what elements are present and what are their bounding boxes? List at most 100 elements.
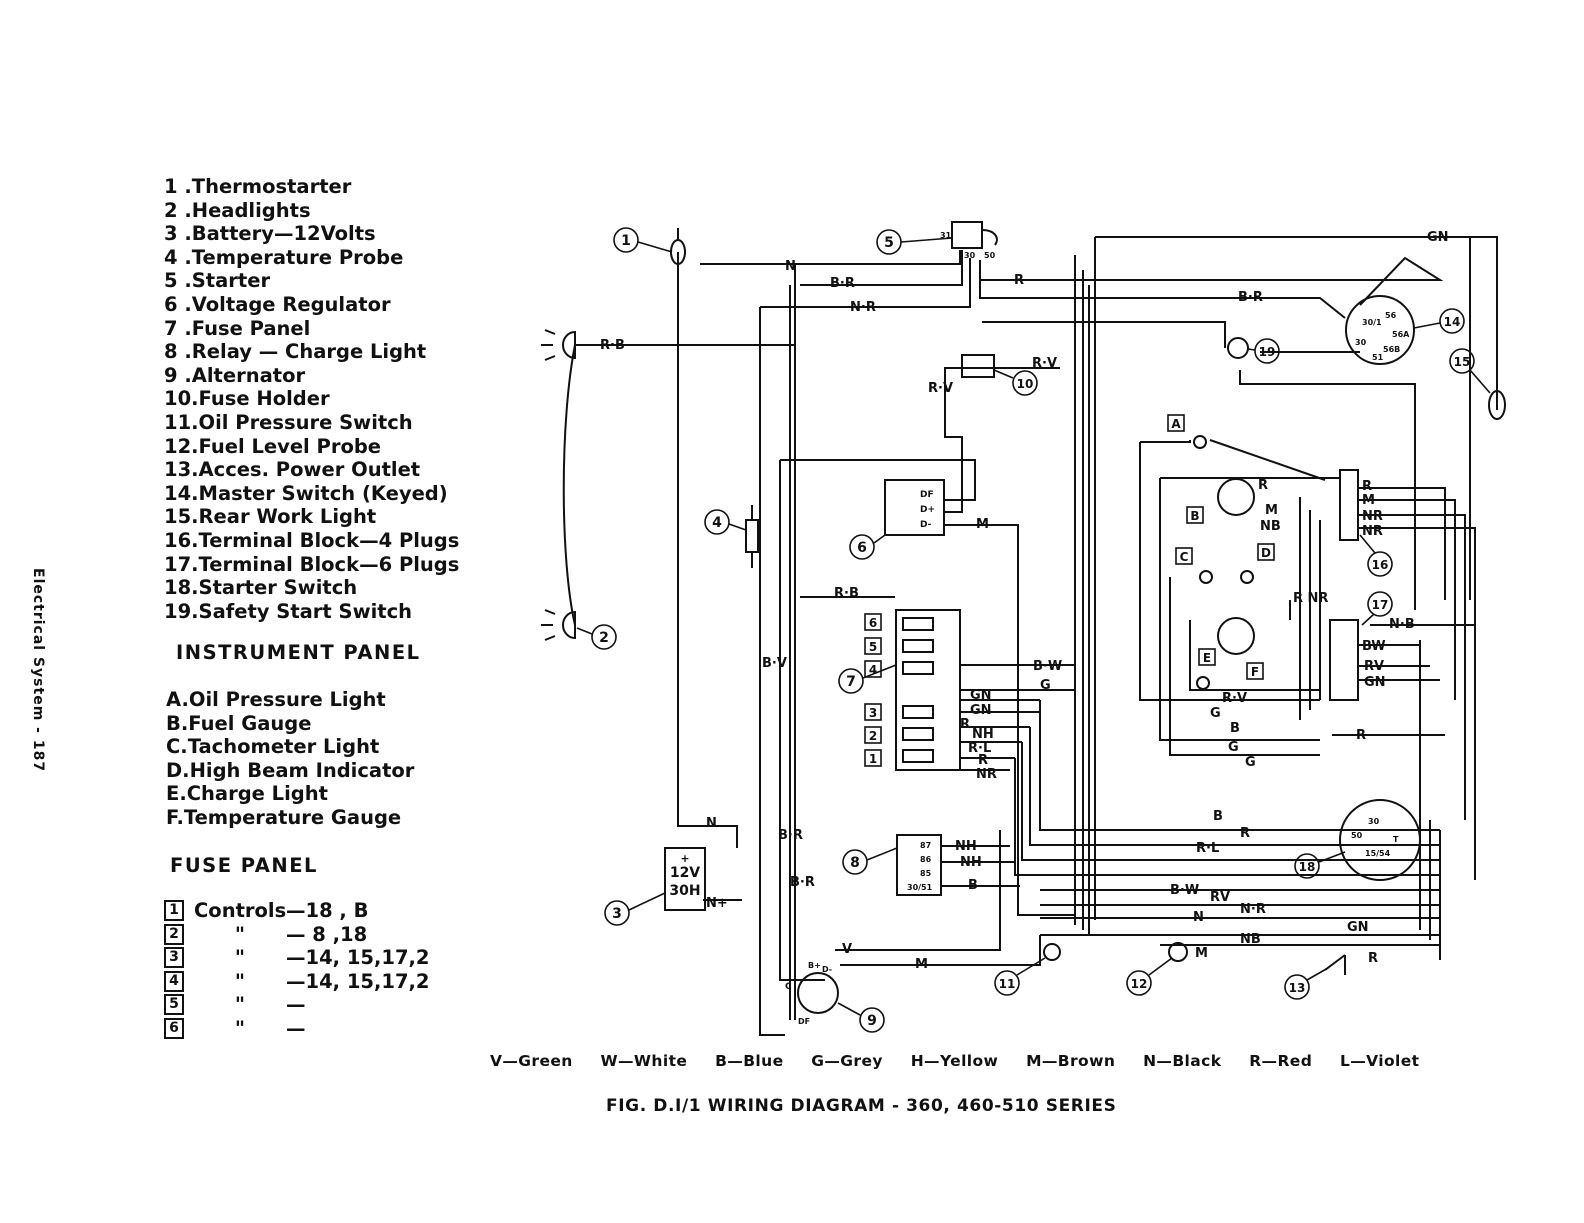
fuse-box-1: 1 [869, 752, 877, 766]
callout-9-label: 9 [867, 1013, 877, 1029]
legend-item: 14.Master Switch (Keyed) [164, 481, 448, 505]
wire-label: M [915, 957, 928, 972]
fuse-box-4: 4 [869, 663, 877, 677]
starter-switch-term: 50 [1351, 831, 1363, 840]
fuse-number: 3 [164, 947, 184, 969]
fuse-row: 3"—14, 15,17,2 [164, 946, 430, 970]
starter-symbol [951, 221, 983, 249]
figure-caption: FIG. D.I/1 WIRING DIAGRAM - 360, 460-510… [606, 1096, 1117, 1116]
fuse-row: 5"— [164, 993, 430, 1017]
wire-label: NR [1362, 509, 1383, 524]
temperature-gauge-symbol [1217, 617, 1255, 655]
wire-label: NB [1260, 519, 1281, 534]
wire-label: B [968, 878, 978, 893]
color-key-item: B—Blue [715, 1052, 784, 1070]
starter-switch-term: 15/54 [1365, 849, 1391, 858]
fuse-box-6: 6 [869, 616, 877, 630]
wire-label: R·B [834, 586, 859, 601]
legend-item: 17.Terminal Block—6 Plugs [164, 552, 460, 576]
fuse-circuits: — [286, 1016, 306, 1040]
color-key-item: G—Grey [811, 1052, 883, 1070]
callout-13-label: 13 [1289, 981, 1306, 995]
letter-f: F [1251, 665, 1259, 679]
instrument-item: E.Charge Light [166, 782, 328, 806]
callout-18 [1294, 853, 1320, 879]
alternator-symbol [797, 972, 839, 1014]
instrument-item: F.Temperature Gauge [166, 805, 402, 829]
wire-label: R·V [1032, 356, 1057, 371]
master-switch-term: 30/1 [1362, 318, 1382, 327]
fuse-circuits: — 8 ,18 [286, 922, 368, 946]
callout-5-label: 5 [884, 235, 894, 251]
wire-label: B·W [1170, 883, 1199, 898]
wire-label: N [1193, 910, 1204, 925]
fuse-box-5: 5 [869, 640, 877, 654]
wire-label: GN [1364, 675, 1386, 690]
oil-pressure-switch-symbol [1043, 943, 1061, 961]
wire-label: G [1210, 706, 1221, 721]
callout-3-label: 3 [612, 906, 622, 922]
wire-label: B [1213, 809, 1223, 824]
wire-label: R [1014, 273, 1024, 288]
fuse-circuits: — [286, 993, 306, 1016]
callout-15-label: 15 [1454, 355, 1471, 369]
relay-term: 86 [920, 855, 932, 864]
wire-label: R·L [1196, 841, 1219, 856]
callout-3 [604, 900, 630, 926]
wire-label: G [1228, 740, 1239, 755]
callout-1 [613, 227, 639, 253]
regulator-term: DF [920, 490, 934, 500]
wire-label: R·L [968, 741, 991, 756]
regulator-term: D- [920, 520, 932, 530]
voltage-regulator-symbol [884, 479, 945, 536]
battery-capacity: 30H [669, 883, 700, 899]
wire-label: N [706, 816, 717, 831]
wire-label: NH [955, 839, 977, 854]
temperature-probe-symbol [745, 505, 759, 568]
wire-label: R·V [1222, 691, 1247, 706]
callout-2-label: 2 [599, 630, 609, 646]
wire-label: R [960, 717, 970, 732]
fuse-number-boxes [864, 613, 882, 767]
fuse-circuits: —14, 15,17,2 [286, 969, 430, 993]
callout-14 [1439, 308, 1465, 334]
legend-item: 5 .Starter [164, 269, 271, 293]
legend-item: 4 .Temperature Probe [164, 245, 404, 269]
wire-label: R [1356, 728, 1366, 743]
legend-item: 10.Fuse Holder [164, 387, 330, 411]
power-outlet-symbol [1324, 954, 1346, 975]
fuse-panel-title: FUSE PANEL [170, 854, 318, 877]
wire-label: NH [972, 727, 994, 742]
wire-label: NH [960, 855, 982, 870]
wire-label: V [842, 942, 852, 957]
relay-term: 87 [920, 841, 931, 850]
callout-7 [838, 668, 864, 694]
callout-19-label: 19 [1259, 345, 1276, 359]
fuse-name: " [234, 946, 246, 969]
wire-label: B·V [762, 656, 787, 671]
fuse-name: Controls [194, 899, 287, 922]
wire-label: M [1195, 946, 1208, 961]
fuse-number: 4 [164, 970, 184, 992]
wire-label: GN [1427, 230, 1449, 245]
instrument-letter-boxes [1167, 414, 1275, 680]
fuse-panel-fuses [902, 617, 934, 763]
color-key-item: R—Red [1249, 1052, 1313, 1070]
instrument-item: A.Oil Pressure Light [166, 688, 386, 711]
wire-label: M [976, 517, 989, 532]
fuse-number: 1 [164, 900, 184, 922]
master-switch-term: 56 [1385, 311, 1397, 320]
color-key-item: V—Green [490, 1052, 573, 1070]
fuse-holder-symbol [961, 354, 995, 378]
charge-light-symbol [1196, 676, 1210, 690]
instrument-item: D.High Beam Indicator [166, 758, 415, 782]
rear-work-light-symbol [1488, 390, 1506, 420]
wire-label: N·R [850, 300, 876, 315]
master-switch-symbol [1345, 295, 1415, 365]
fuel-level-probe-symbol [1168, 942, 1188, 962]
wire-label: R [1362, 479, 1372, 494]
wire-label: B·R [778, 828, 803, 843]
instrument-panel-title: INSTRUMENT PANEL [176, 641, 421, 664]
callout-11 [994, 970, 1020, 996]
